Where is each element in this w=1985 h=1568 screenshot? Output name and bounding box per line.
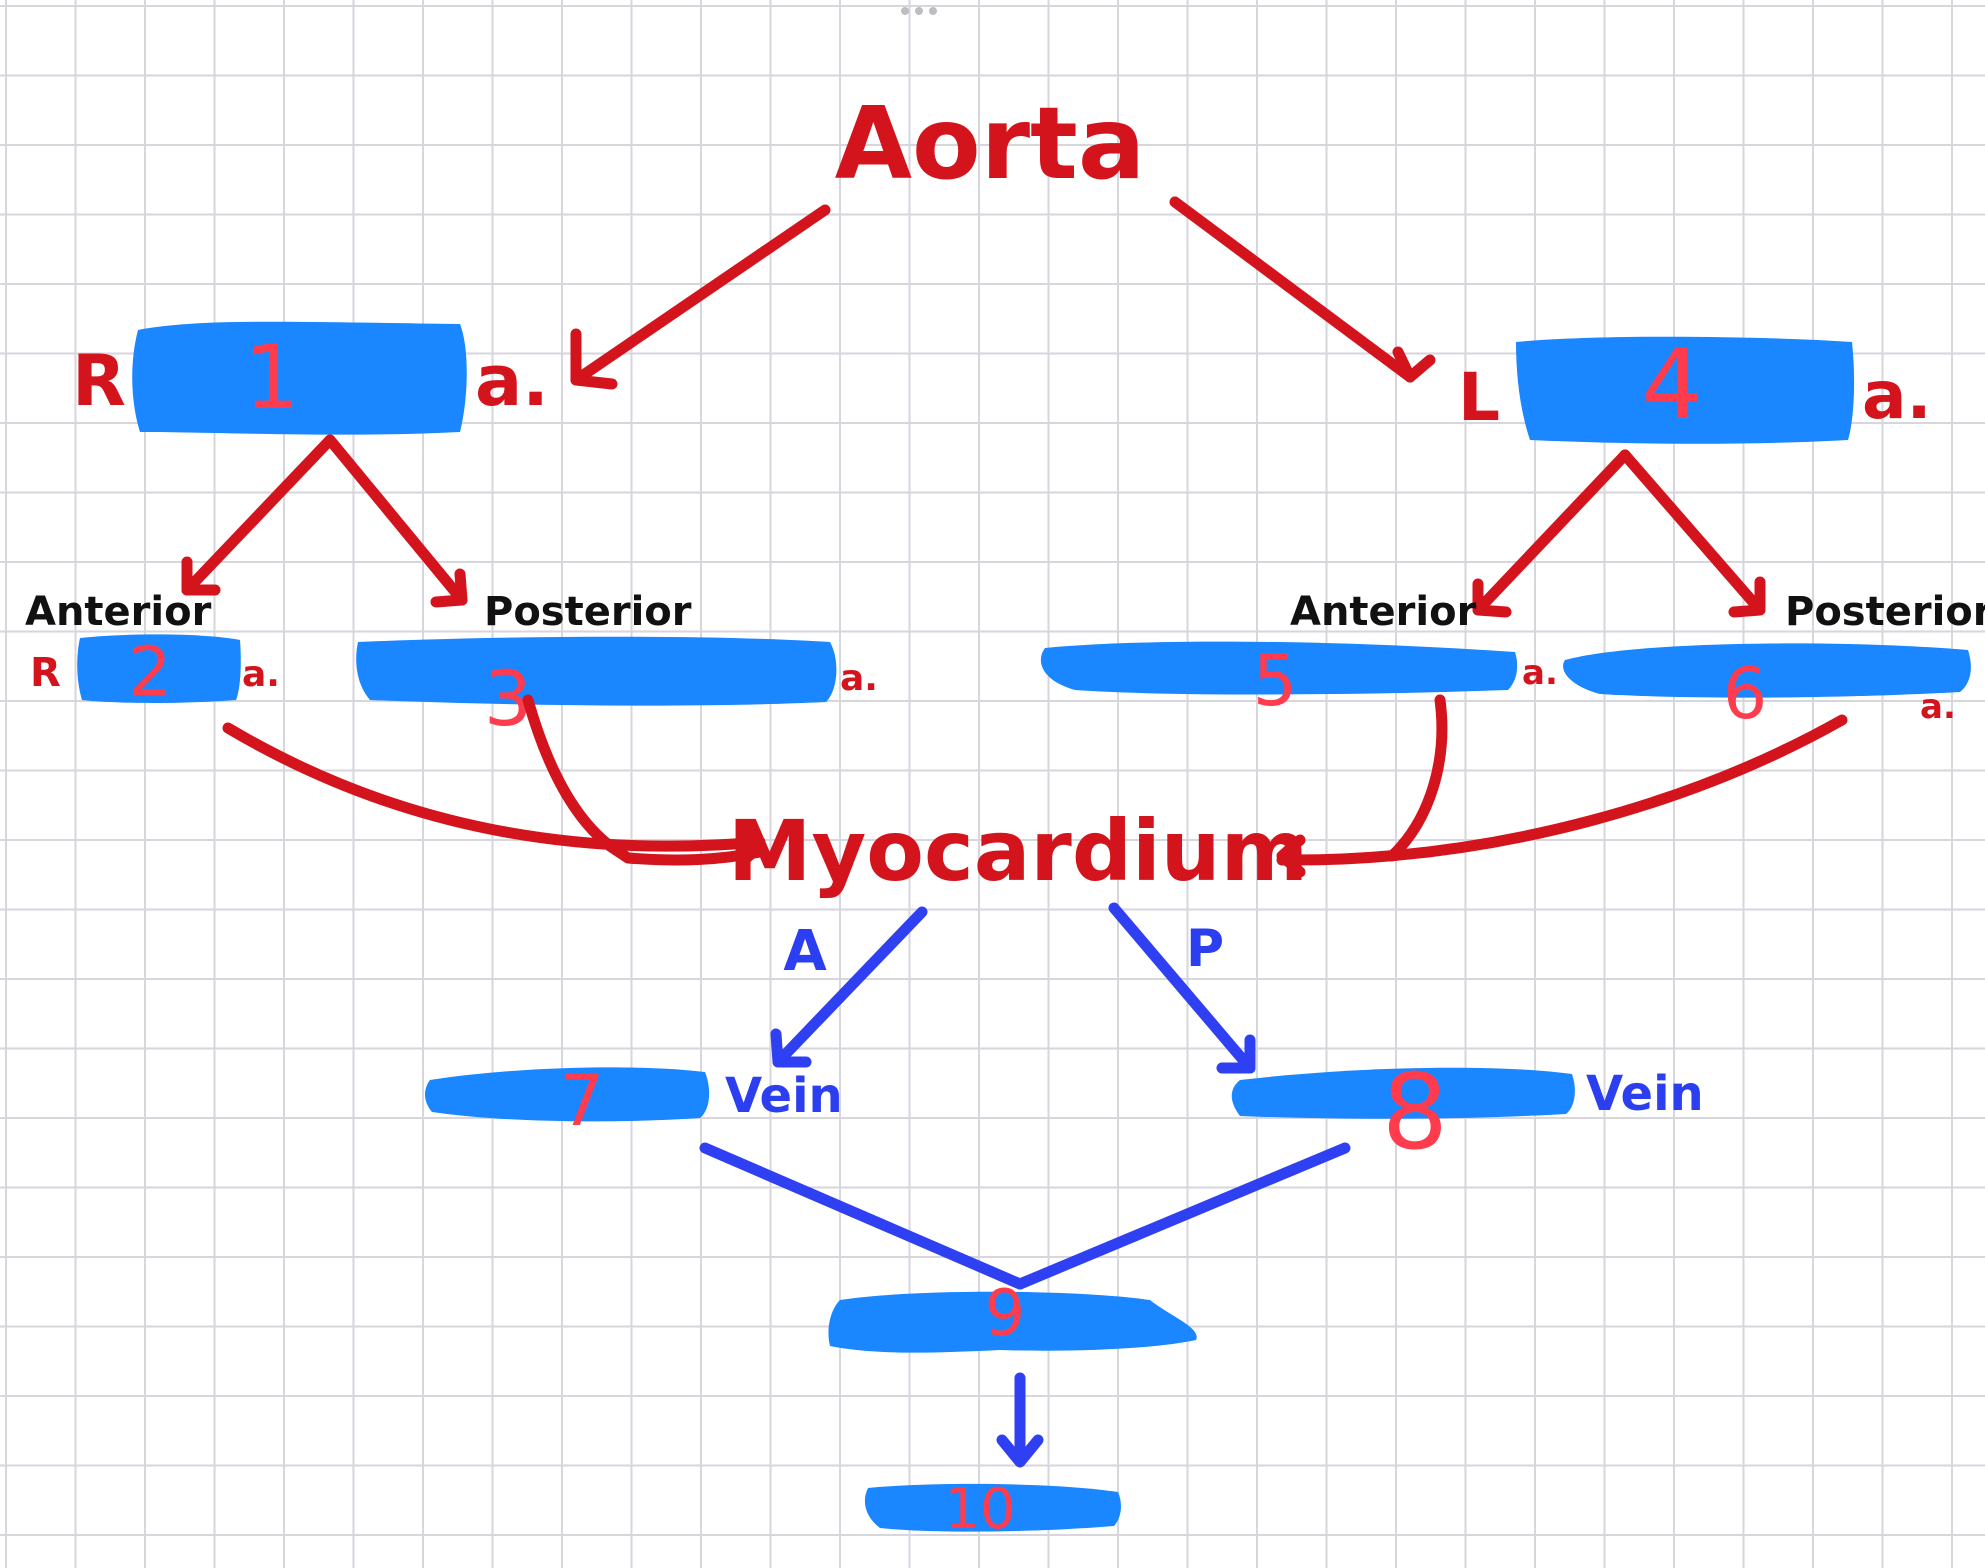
anterior-heading-r: Anterior — [25, 589, 212, 635]
posterior-heading-l: Posterior — [1785, 589, 1985, 635]
redaction-mask-2 — [77, 634, 241, 703]
branch-3-to-myocardium-curve — [522, 694, 766, 866]
path-label-p: P — [1186, 919, 1224, 979]
vein-7-label: Vein — [725, 1068, 843, 1124]
redaction-mask-3 — [356, 636, 837, 706]
aorta-label: Aorta — [835, 85, 1146, 202]
vein-8-to-drain-line — [1014, 1142, 1351, 1290]
right-branch-suffix: a. — [475, 340, 549, 422]
myocardium-label: Myocardium — [728, 802, 1308, 900]
number-2: 2 — [128, 633, 171, 712]
branch-6-to-myocardium-curve — [1276, 714, 1848, 866]
drain-to-final-arrow — [996, 1372, 1044, 1468]
l-branch-to-anterior-arrow — [1472, 449, 1631, 618]
number-6: 6 — [1723, 653, 1768, 735]
number-5: 5 — [1253, 640, 1298, 722]
path-label-a: A — [783, 919, 827, 984]
left-branch-suffix: a. — [1862, 357, 1932, 434]
redaction-mask-5 — [1040, 641, 1518, 695]
myocardium-arrowhead-right — [1276, 834, 1306, 878]
left-branch-prefix: L — [1458, 359, 1500, 436]
redaction-mask-7 — [425, 1067, 710, 1122]
number-8: 8 — [1382, 1051, 1448, 1173]
branch-2-to-myocardium-curve — [222, 722, 766, 852]
vein-7-to-drain-line — [699, 1142, 1026, 1290]
myocardium-to-vein-7-arrow — [770, 906, 928, 1068]
redaction-mask-9 — [828, 1291, 1197, 1353]
sub-branch-5-suffix: a. — [1522, 653, 1558, 693]
number-10: 10 — [944, 1477, 1015, 1542]
myocardium-arrowhead-left — [736, 822, 766, 868]
right-branch-prefix: R — [72, 340, 126, 422]
vein-8-label: Vein — [1586, 1066, 1704, 1122]
aorta-to-right-arrow — [570, 204, 831, 390]
number-1: 1 — [244, 326, 300, 429]
number-9: 9 — [985, 1277, 1026, 1351]
r-branch-to-posterior-arrow — [324, 434, 468, 608]
sub-branch-3-suffix: a. — [840, 658, 878, 699]
redaction-mask-4 — [1516, 336, 1855, 444]
branch-5-to-myocardium-curve — [1386, 694, 1448, 862]
redaction-mask-1 — [132, 321, 467, 435]
sub-branch-2-prefix: R — [30, 650, 61, 696]
aorta-to-left-arrow — [1169, 196, 1436, 383]
number-7: 7 — [560, 1060, 605, 1142]
redaction-mask-10 — [864, 1483, 1121, 1532]
redaction-mask-8 — [1231, 1067, 1575, 1119]
posterior-heading-r: Posterior — [484, 589, 692, 635]
redaction-mask-6 — [1563, 643, 1971, 698]
sub-branch-2-suffix: a. — [242, 654, 280, 695]
r-branch-to-anterior-arrow — [181, 434, 336, 596]
drag-handle[interactable] — [901, 7, 937, 15]
sub-branch-6-suffix: a. — [1920, 687, 1956, 727]
l-branch-to-posterior-arrow — [1619, 449, 1766, 618]
myocardium-to-vein-8-arrow — [1108, 902, 1256, 1074]
anterior-heading-l: Anterior — [1290, 589, 1477, 635]
number-4: 4 — [1641, 329, 1702, 441]
